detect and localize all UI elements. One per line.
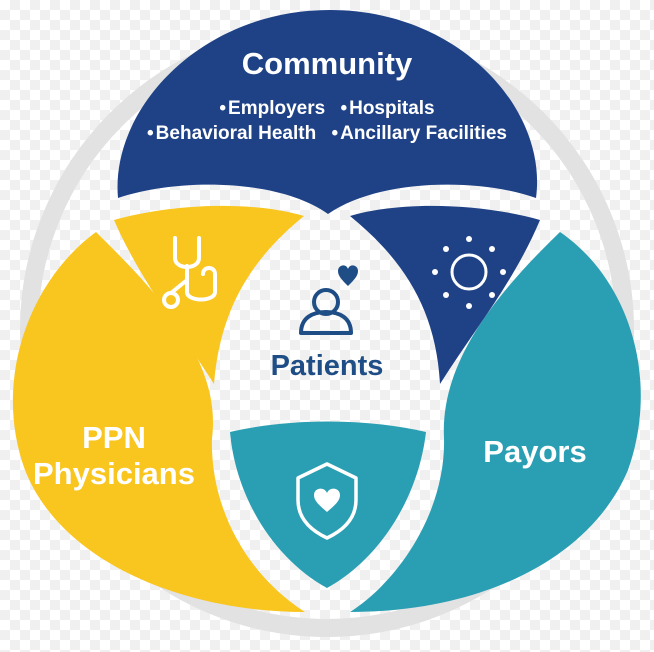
person-with-heart-icon (299, 265, 358, 335)
payors-lobe (350, 232, 641, 612)
community-item-ancillary-facilities: Ancillary Facilities (331, 123, 507, 144)
community-physicians-petal (114, 205, 304, 384)
community-item-employers: Employers (219, 98, 325, 119)
payors-label: Payors (483, 434, 587, 469)
patients-label: Patients (270, 350, 384, 382)
community-title: Community (241, 46, 413, 81)
ppn-label-line-1: PPN (82, 420, 146, 455)
ppn-label-line-2: Physicians (33, 456, 195, 491)
community-items-row-2: Behavioral Health Ancillary Facilities (0, 123, 654, 145)
community-lobe (117, 10, 538, 214)
community-items-row-1: Employers Hospitals (0, 98, 654, 120)
community-item-hospitals: Hospitals (340, 98, 434, 119)
shield-heart-icon (296, 462, 358, 540)
community-item-behavioral-health: Behavioral Health (147, 123, 316, 144)
ppn-physicians-lobe (12, 232, 305, 612)
ppn-physicians-label: PPN Physicians (14, 420, 214, 492)
stethoscope-icon (162, 236, 217, 309)
sun-icon (432, 236, 506, 309)
